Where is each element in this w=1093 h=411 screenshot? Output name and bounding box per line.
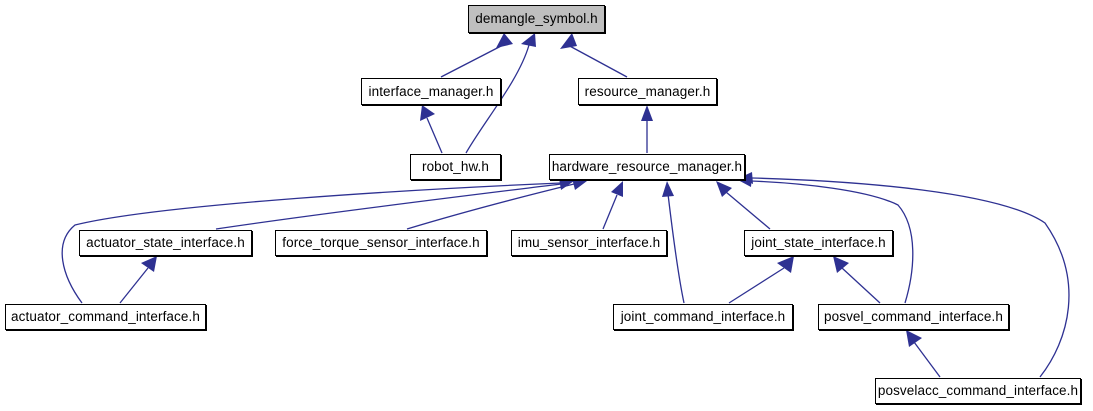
node-hardware-resource-manager[interactable]: hardware_resource_manager.h [549,154,745,180]
node-label: interface_manager.h [368,83,494,99]
edge-joint-state-interface-to-hardware-resource-manager [716,181,771,230]
node-actuator-state-interface[interactable]: actuator_state_interface.h [79,230,252,256]
node-label: joint_state_interface.h [751,235,886,251]
node-interface-manager[interactable]: interface_manager.h [361,78,501,105]
node-force-torque-sensor-interface[interactable]: force_torque_sensor_interface.h [275,230,487,256]
node-label: posvelacc_command_interface.h [877,383,1079,399]
node-label: actuator_command_interface.h [11,309,200,325]
node-posvelacc-command-interface[interactable]: posvelacc_command_interface.h [875,378,1081,404]
node-joint-state-interface[interactable]: joint_state_interface.h [744,230,893,256]
edge-resource-manager-to-demangle-symbol [560,33,628,78]
node-label: joint_command_interface.h [620,309,786,325]
node-joint-command-interface[interactable]: joint_command_interface.h [613,304,793,330]
edge-posvel-command-interface-to-joint-state-interface [833,256,881,304]
node-label: actuator_state_interface.h [86,235,245,251]
node-label: imu_sensor_interface.h [517,235,661,251]
edge-force-torque-sensor-interface-to-hardware-resource-manager [406,178,587,230]
edge-joint-command-interface-to-joint-state-interface [728,256,794,304]
node-label: posvel_command_interface.h [824,309,1003,325]
node-resource-manager[interactable]: resource_manager.h [578,78,717,105]
node-label: hardware_resource_manager.h [551,159,743,175]
edge-posvelacc-command-interface-to-hardware-resource-manager [739,172,1070,378]
node-label: robot_hw.h [421,159,490,175]
node-imu-sensor-interface[interactable]: imu_sensor_interface.h [511,230,667,256]
node-label: demangle_symbol.h [475,11,598,27]
edge-robot-hw-to-interface-manager [420,105,443,154]
edge-posvelacc-command-interface-to-posvel-command-interface [906,330,941,378]
edge-hardware-resource-manager-to-resource-manager [641,105,653,153]
edge-actuator-command-interface-to-actuator-state-interface [119,256,157,304]
edge-imu-sensor-interface-to-hardware-resource-manager [602,181,623,230]
edge-joint-command-interface-to-hardware-resource-manager [662,181,685,304]
node-actuator-command-interface[interactable]: actuator_command_interface.h [5,304,206,330]
node-label: resource_manager.h [584,83,711,99]
node-label: force_torque_sensor_interface.h [282,235,480,251]
node-robot-hw[interactable]: robot_hw.h [410,154,501,180]
edge-actuator-state-interface-to-hardware-resource-manager [215,178,574,230]
node-demangle-symbol[interactable]: demangle_symbol.h [468,5,605,33]
node-posvel-command-interface[interactable]: posvel_command_interface.h [818,304,1009,330]
edge-interface-manager-to-demangle-symbol [440,33,513,78]
